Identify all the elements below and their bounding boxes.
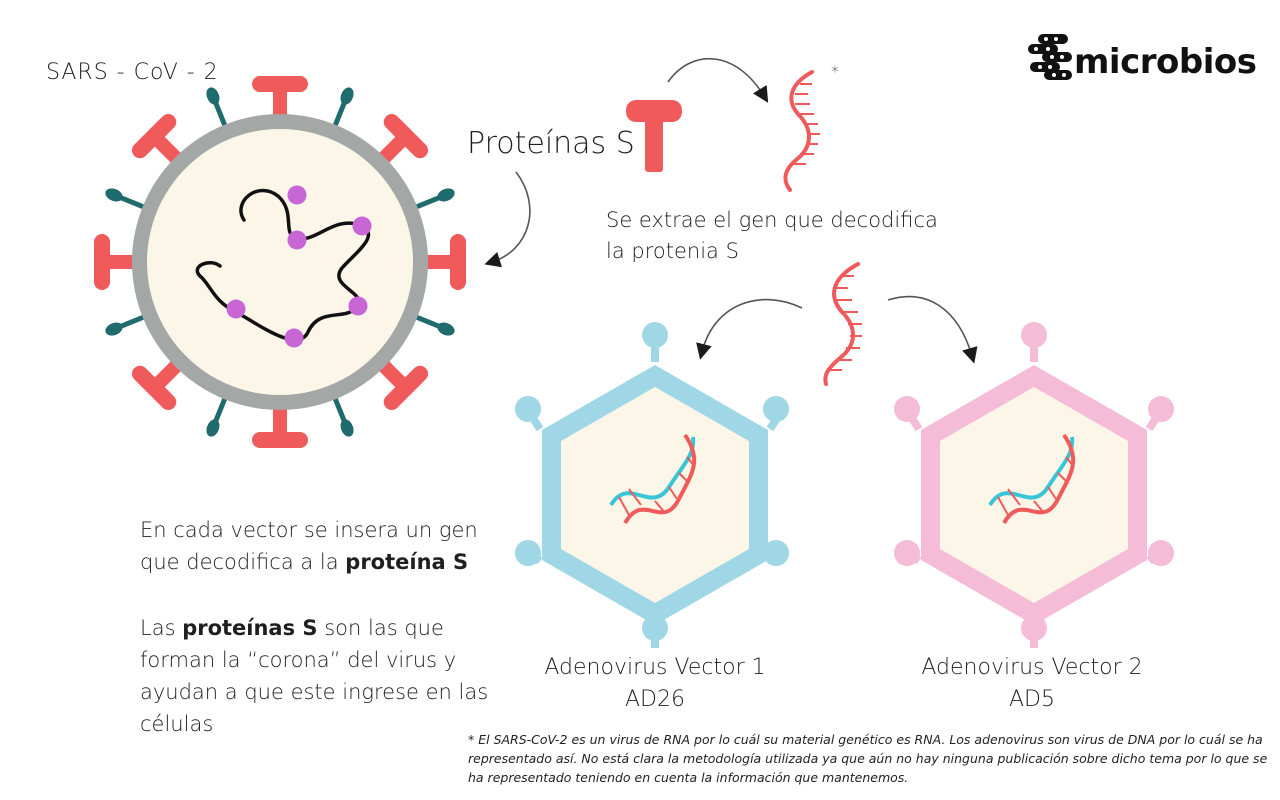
arrow-gene-to-vector2 (887, 295, 978, 364)
logo-text: microbios (1074, 42, 1257, 82)
vector-1-name: Adenovirus Vector 1 (544, 655, 766, 680)
arrow-label-to-virus (484, 171, 531, 268)
rna-gene-strand-middle (823, 262, 862, 386)
virus-core (147, 129, 413, 395)
vector-2-name: Adenovirus Vector 2 (921, 655, 1143, 680)
adenovirus-vector-1 (515, 322, 789, 648)
vector-2-caption: Adenovirus Vector 2 AD5 (897, 652, 1167, 716)
footnote-text: * El SARS-CoV-2 es un virus de RNA por l… (468, 732, 1268, 785)
dna-double-helix-2 (988, 433, 1076, 525)
spike-protein-label: Proteínas S (467, 126, 635, 161)
arrow-protein-to-rna (667, 58, 769, 103)
spike-protein-icon (626, 100, 682, 172)
microbios-logo: microbios (1026, 30, 1257, 86)
adenovirus-vector-2 (894, 322, 1174, 648)
gene-extraction-text: Se extrae el gen que decodifica la prote… (606, 208, 938, 263)
description-text: En cada vector se insera un gen que deco… (140, 514, 510, 740)
description-paragraph-2: Las proteínas S son las que forman la “c… (140, 616, 489, 736)
bacteria-logo-icon (1028, 34, 1072, 80)
vector-2-code: AD5 (1009, 687, 1055, 712)
dna-double-helix-1 (609, 433, 697, 525)
arrow-gene-to-vector1 (696, 298, 803, 360)
viral-rna-strand (195, 188, 371, 342)
rna-nodes (226, 185, 372, 348)
virus-label: SARS - CoV - 2 (46, 60, 219, 85)
rna-gene-strand-top (783, 70, 820, 192)
description-paragraph-1: En cada vector se insera un gen que deco… (140, 518, 478, 574)
vector-1-code: AD26 (625, 687, 685, 712)
footnote-marker: * (831, 62, 839, 81)
sars-cov-2-virus (94, 76, 466, 448)
vector-1-caption: Adenovirus Vector 1 AD26 (520, 652, 790, 716)
